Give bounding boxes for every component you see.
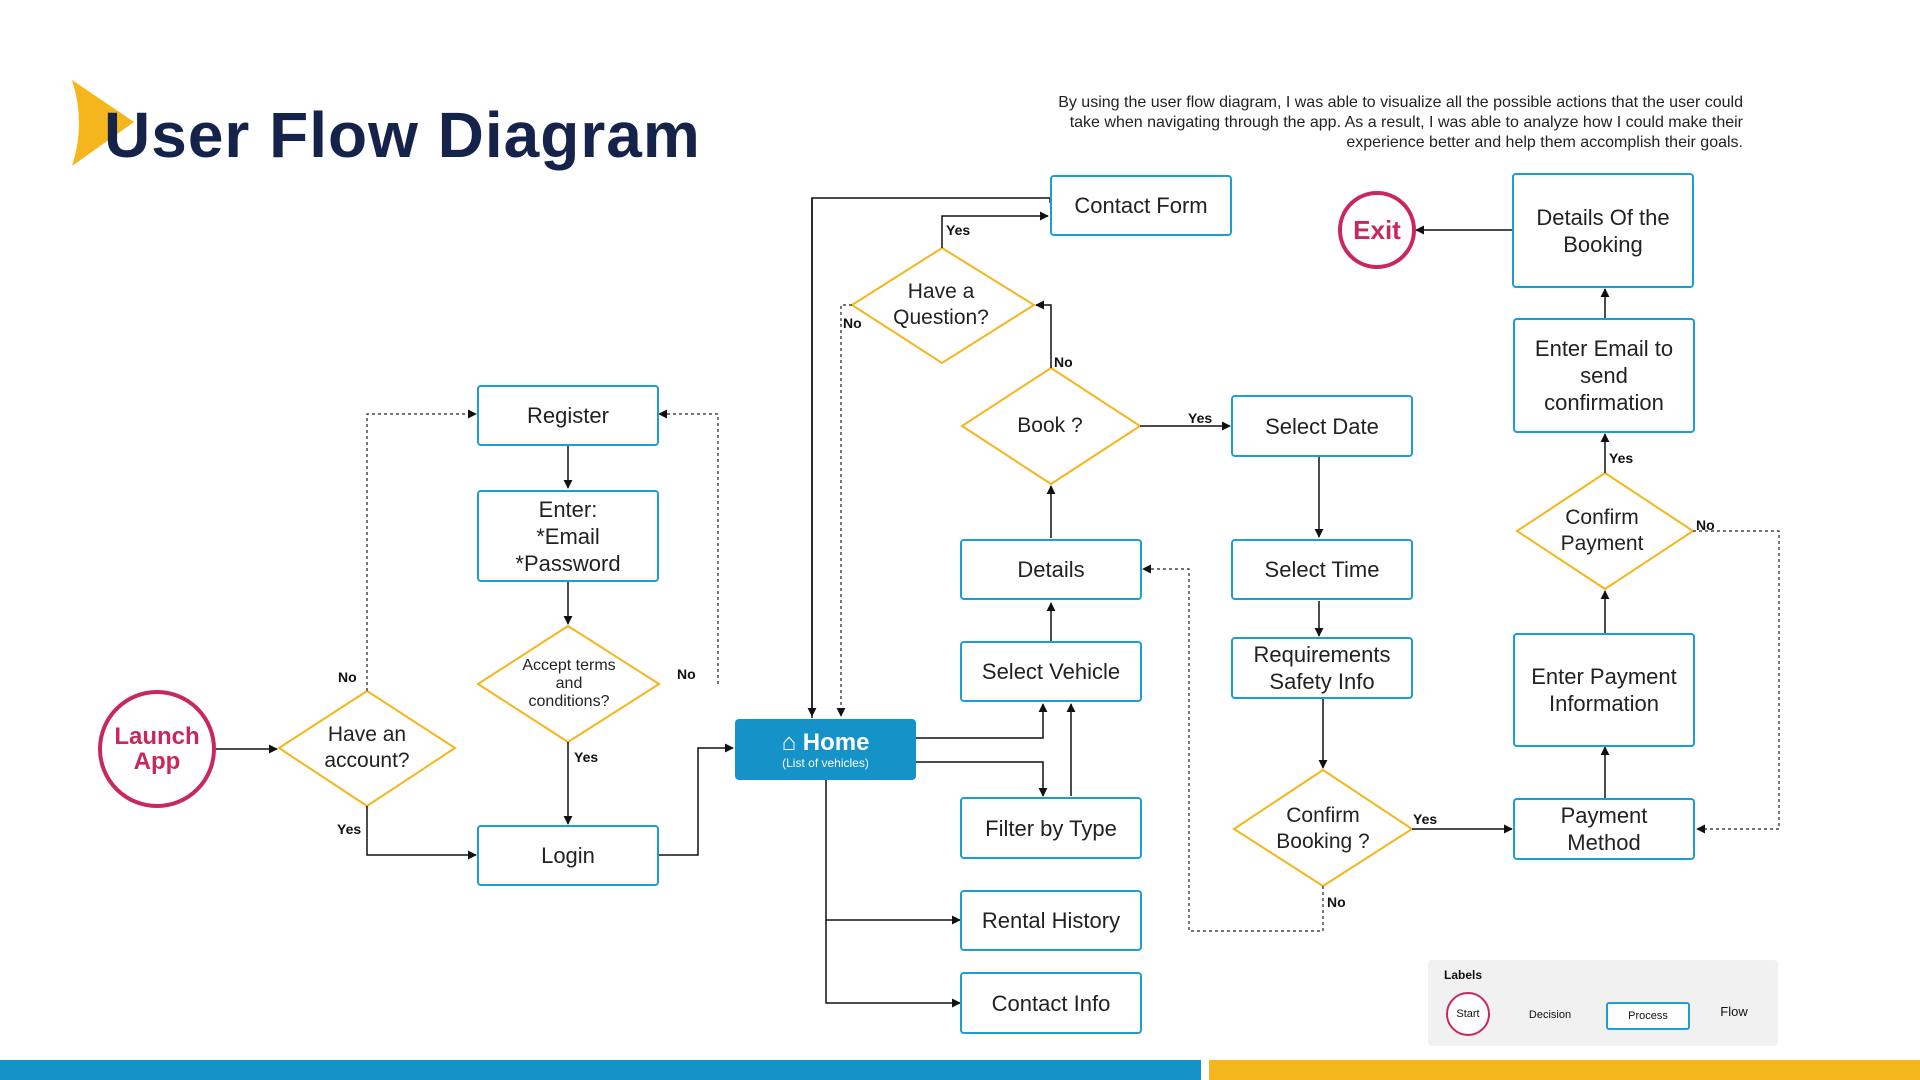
- process-register: Register: [477, 385, 659, 446]
- decision-confirm-payment: [1515, 471, 1695, 591]
- book-label: Book ?: [1017, 414, 1083, 437]
- label-question-yes: Yes: [946, 222, 971, 238]
- solid-connectors: [215, 197, 1610, 1008]
- process-enter-payment: Enter Payment Information: [1513, 633, 1695, 747]
- process-requirements: Requirements Safety Info: [1231, 637, 1413, 699]
- home-subtitle: (List of vehicles): [782, 755, 869, 770]
- label-confirm-booking-no: No: [1327, 894, 1346, 910]
- label-confirm-booking-yes: Yes: [1413, 811, 1438, 827]
- process-booking-details: Details Of the Booking: [1512, 173, 1694, 288]
- end-exit: Exit: [1338, 191, 1416, 269]
- start-launch-app: Launch App: [98, 690, 216, 808]
- legend-start: Start: [1446, 992, 1490, 1036]
- home-icon: ⌂: [781, 728, 797, 756]
- label-book-yes: Yes: [1188, 410, 1213, 426]
- legend-panel: Labels Start Decision Process Flow: [1428, 960, 1778, 1046]
- label-question-no: No: [843, 315, 862, 331]
- decision-book: [960, 366, 1142, 486]
- label-confirm-payment-no: No: [1696, 517, 1715, 533]
- process-rental-history: Rental History: [960, 890, 1142, 951]
- process-login: Login: [477, 825, 659, 886]
- decision-have-question: [850, 246, 1036, 365]
- confirm-payment-label: Confirm Payment: [1560, 506, 1644, 555]
- footer-bar-blue: [0, 1060, 1201, 1080]
- process-filter-by-type: Filter by Type: [960, 797, 1142, 859]
- process-enter-email: Enter Email to send confirmation: [1513, 318, 1695, 433]
- header-accent-shape: [72, 80, 134, 166]
- process-contact-form: Contact Form: [1050, 175, 1232, 236]
- label-confirm-payment-yes: Yes: [1609, 450, 1634, 466]
- confirm-booking-label: Confirm Booking ?: [1276, 804, 1370, 853]
- process-payment-method: Payment Method: [1513, 798, 1695, 860]
- accept-terms-label: Accept terms and conditions?: [522, 657, 616, 710]
- page-title: User Flow Diagram: [104, 99, 701, 171]
- process-contact-info: Contact Info: [960, 972, 1142, 1034]
- footer-bar-yellow: [1209, 1060, 1920, 1080]
- legend-decision: Decision: [1528, 1009, 1572, 1021]
- have-question-label: Have a Question?: [893, 280, 989, 329]
- process-select-time: Select Time: [1231, 539, 1413, 600]
- label-terms-no: No: [677, 666, 696, 682]
- dotted-connectors: [366, 304, 1780, 932]
- label-book-no: No: [1054, 354, 1073, 370]
- home-title: Home: [802, 728, 870, 756]
- label-account-no: No: [338, 669, 357, 685]
- legend-title: Labels: [1444, 968, 1483, 982]
- have-account-label: Have an account?: [324, 723, 410, 772]
- legend-process: Process: [1606, 1002, 1690, 1030]
- home-node: ⌂ Home (List of vehicles): [735, 719, 916, 780]
- process-select-date: Select Date: [1231, 395, 1413, 457]
- process-select-vehicle: Select Vehicle: [960, 641, 1142, 702]
- label-account-yes: Yes: [337, 821, 362, 837]
- process-details: Details: [960, 539, 1142, 600]
- label-terms-yes: Yes: [574, 749, 599, 765]
- legend-flow: Flow: [1720, 1003, 1748, 1019]
- intro-text: By using the user flow diagram, I was ab…: [1058, 94, 1743, 151]
- process-enter-credentials: Enter: *Email *Password: [477, 490, 659, 582]
